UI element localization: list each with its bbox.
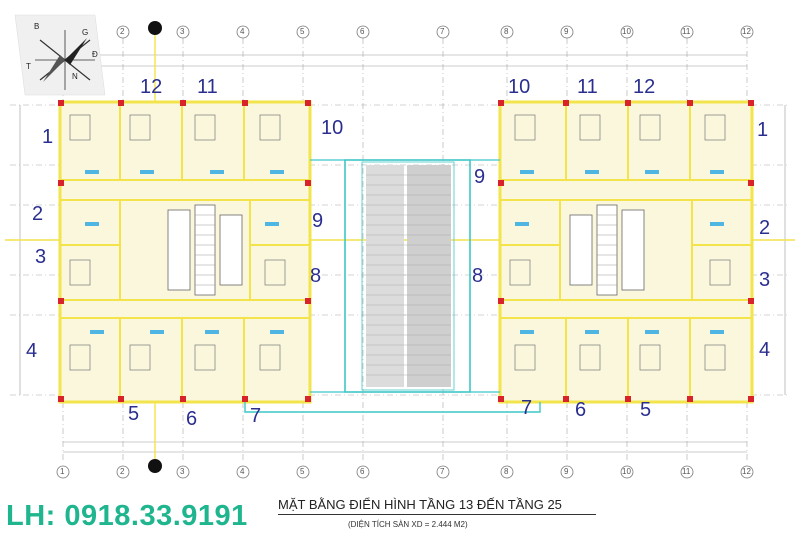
grid-label: 11: [682, 467, 691, 476]
title-underline: [278, 514, 596, 515]
plan-title: MẶT BẰNG ĐIỂN HÌNH TẦNG 13 ĐẾN TẦNG 25: [278, 497, 562, 512]
grid-label: 10: [622, 467, 631, 476]
left-unit-11: 11: [197, 76, 218, 98]
grid-bubbles-bottom: [56, 465, 754, 479]
left-unit-7: 7: [250, 405, 262, 427]
left-unit-2: 2: [32, 203, 44, 225]
right-unit-1: 1: [757, 119, 769, 141]
right-unit-9: 9: [474, 166, 486, 188]
left-unit-3: 3: [35, 246, 47, 268]
grid-label: 1: [60, 467, 65, 476]
right-block: [498, 100, 754, 404]
grid-label: 6: [360, 467, 365, 476]
right-unit-4: 4: [759, 339, 771, 361]
grid-label: 6: [360, 27, 365, 36]
right-unit-7: 7: [521, 397, 533, 419]
dimension-lines: [19, 54, 786, 453]
central-courtyard: [244, 159, 541, 413]
grid-label: 8: [504, 27, 509, 36]
compass-label-t: T: [26, 62, 31, 71]
left-block: [58, 100, 312, 404]
left-unit-5: 5: [128, 403, 140, 425]
grid-label: 4: [240, 27, 245, 36]
grid-label: 3: [180, 467, 185, 476]
right-unit-5: 5: [640, 399, 652, 421]
left-unit-1: 1: [42, 126, 54, 148]
right-unit-6: 6: [575, 399, 587, 421]
grid-label: 7: [440, 467, 445, 476]
right-unit-12: 12: [633, 76, 656, 98]
compass-rose-icon: [14, 14, 106, 96]
right-unit-3: 3: [759, 269, 771, 291]
left-unit-6: 6: [186, 408, 198, 430]
right-unit-8: 8: [472, 265, 484, 287]
grid-label: 2: [120, 27, 125, 36]
grid-label: 2: [120, 467, 125, 476]
grid-label: 4: [240, 467, 245, 476]
compass-label-n: N: [72, 72, 78, 81]
compass-label-b: B: [34, 22, 40, 31]
grid-label: 12: [742, 467, 751, 476]
left-unit-8: 8: [310, 265, 322, 287]
left-unit-10: 10: [321, 117, 344, 139]
grid-label: 12: [742, 27, 751, 36]
grid-label: 11: [682, 27, 691, 36]
highlight-bubbles: [148, 21, 162, 473]
left-unit-4: 4: [26, 340, 38, 362]
plan-area: (DIỆN TÍCH SÀN XD = 2.444 M2): [348, 520, 468, 529]
grid-label: 5: [300, 27, 305, 36]
grid-label: 8: [504, 467, 509, 476]
grid-label: 9: [564, 467, 569, 476]
contact-phone: LH: 0918.33.9191: [6, 500, 248, 532]
grid-label: 9: [564, 27, 569, 36]
right-unit-10: 10: [508, 76, 531, 98]
compass-label-g: G: [82, 28, 89, 37]
compass-label-d: Đ: [92, 50, 98, 59]
grid-label: 10: [622, 27, 631, 36]
left-unit-12: 12: [140, 76, 163, 98]
right-unit-2: 2: [759, 217, 771, 239]
grid-label: 3: [180, 27, 185, 36]
grid-label: 5: [300, 467, 305, 476]
left-unit-9: 9: [312, 210, 324, 232]
grid-label: 7: [440, 27, 445, 36]
right-unit-11: 11: [577, 76, 598, 98]
